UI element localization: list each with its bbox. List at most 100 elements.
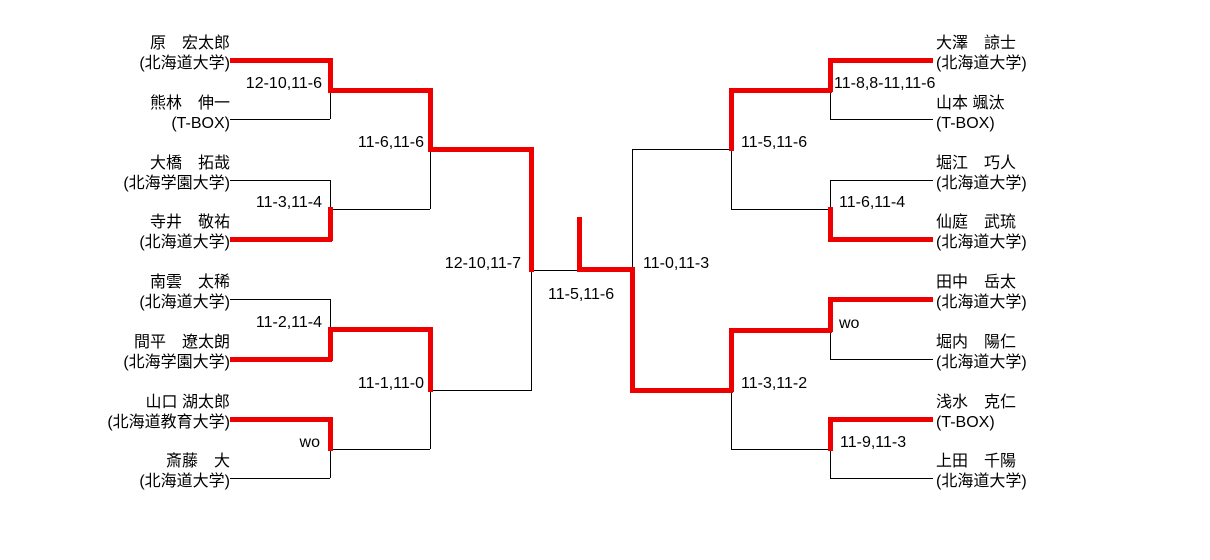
winner-path-line bbox=[428, 327, 433, 392]
bracket-line bbox=[330, 209, 430, 210]
winner-path-line bbox=[428, 88, 433, 151]
bracket-line bbox=[830, 359, 933, 360]
winner-path-line bbox=[630, 388, 733, 393]
match-score: 11-6,11-4 bbox=[839, 194, 906, 211]
player-affiliation: (北海道大学) bbox=[936, 473, 1027, 490]
winner-path-line bbox=[230, 417, 332, 422]
winner-path-line bbox=[828, 58, 833, 92]
winner-path-line bbox=[729, 88, 734, 151]
winner-path-line bbox=[328, 327, 333, 361]
winner-path-line bbox=[828, 417, 833, 451]
winner-path-line bbox=[828, 207, 833, 241]
player-affiliation: (T-BOX) bbox=[171, 115, 230, 132]
match-score: 11-2,11-4 bbox=[255, 314, 322, 331]
player-affiliation: (北海道大学) bbox=[936, 55, 1027, 72]
winner-path-line bbox=[428, 147, 533, 152]
bracket-line bbox=[430, 390, 532, 391]
player-name: 原 宏太郎 bbox=[149, 35, 230, 52]
bracket-line bbox=[230, 180, 330, 181]
player-affiliation: (T-BOX) bbox=[936, 414, 995, 431]
bracket-line bbox=[731, 149, 732, 209]
winner-path-line bbox=[328, 88, 432, 93]
player-affiliation: (北海道大学) bbox=[139, 473, 230, 490]
match-score: 11-5,11-6 bbox=[548, 286, 615, 303]
player-affiliation: (北海学園大学) bbox=[123, 354, 230, 371]
player-name: 間平 遼太朗 bbox=[133, 334, 230, 351]
winner-path-line bbox=[729, 88, 832, 93]
winner-path-line bbox=[230, 58, 332, 63]
match-score: 11-3,11-4 bbox=[255, 194, 322, 211]
bracket-line bbox=[830, 90, 831, 119]
player-affiliation: (北海道大学) bbox=[936, 234, 1027, 251]
match-score: 11-5,11-6 bbox=[741, 134, 808, 151]
bracket-line bbox=[531, 270, 580, 271]
match-score: 11-9,11-3 bbox=[840, 434, 907, 451]
winner-path-line bbox=[828, 58, 933, 63]
player-affiliation: (T-BOX) bbox=[936, 115, 995, 132]
player-affiliation: (北海道大学) bbox=[139, 234, 230, 251]
bracket-line bbox=[330, 449, 331, 478]
winner-path-line bbox=[828, 297, 933, 302]
bracket-line bbox=[230, 478, 330, 479]
match-score: 12-10,11-7 bbox=[444, 255, 521, 272]
match-score: 12-10,11-6 bbox=[245, 75, 322, 92]
bracket-line bbox=[330, 299, 331, 329]
bracket-line bbox=[230, 299, 330, 300]
bracket-line bbox=[531, 270, 532, 390]
bracket-line bbox=[830, 449, 831, 478]
bracket-line bbox=[731, 449, 830, 450]
bracket-line bbox=[830, 180, 933, 181]
bracket-line bbox=[830, 330, 831, 359]
bracket-line bbox=[731, 209, 830, 210]
match-score: 11-3,11-2 bbox=[741, 375, 808, 392]
match-score: wo bbox=[299, 434, 320, 451]
bracket-line bbox=[830, 119, 933, 120]
player-name: 大橋 拓哉 bbox=[149, 155, 230, 172]
winner-path-line bbox=[729, 328, 832, 333]
player-name: 仙庭 武琉 bbox=[936, 214, 1017, 231]
player-name: 上田 千陽 bbox=[936, 453, 1017, 470]
match-score: 11-0,11-3 bbox=[643, 255, 710, 272]
winner-path-line bbox=[328, 417, 333, 451]
winner-path-line bbox=[328, 207, 333, 241]
winner-path-line bbox=[328, 58, 333, 92]
bracket-line bbox=[632, 149, 633, 269]
winner-path-line bbox=[577, 267, 634, 272]
bracket-line bbox=[330, 90, 331, 119]
bracket-line bbox=[430, 390, 431, 449]
player-name: 斎藤 大 bbox=[165, 453, 230, 470]
bracket-line bbox=[830, 478, 933, 479]
bracket-line bbox=[830, 180, 831, 209]
player-name: 大澤 諒士 bbox=[936, 35, 1017, 52]
player-affiliation: (北海道大学) bbox=[139, 55, 230, 72]
winner-path-line bbox=[230, 237, 332, 242]
match-score: 11-8,8-11,11-6 bbox=[834, 75, 936, 92]
player-affiliation: (北海道教育大学) bbox=[107, 414, 230, 431]
winner-path-line bbox=[529, 147, 534, 272]
player-affiliation: (北海学園大学) bbox=[123, 175, 230, 192]
bracket-line bbox=[430, 149, 431, 209]
winner-path-line bbox=[328, 327, 432, 332]
match-score: 11-6,11-6 bbox=[357, 134, 424, 151]
match-score: wo bbox=[839, 315, 860, 332]
player-name: 南雲 太稀 bbox=[149, 274, 230, 291]
player-name: 堀内 陽仁 bbox=[936, 334, 1017, 351]
player-name: 堀江 巧人 bbox=[936, 155, 1017, 172]
player-name: 山口 湖太郎 bbox=[145, 394, 230, 411]
winner-path-line bbox=[230, 357, 332, 362]
match-score: 11-1,11-0 bbox=[357, 375, 424, 392]
winner-path-line bbox=[828, 237, 933, 242]
bracket-line bbox=[330, 180, 331, 209]
player-name: 田中 岳太 bbox=[936, 274, 1017, 291]
bracket-line bbox=[230, 119, 330, 120]
winner-path-line bbox=[630, 267, 635, 392]
bracket-line bbox=[731, 390, 732, 449]
winner-path-line bbox=[577, 217, 582, 271]
winner-path-line bbox=[828, 297, 833, 332]
player-affiliation: (北海道大学) bbox=[936, 294, 1027, 311]
player-affiliation: (北海道大学) bbox=[936, 354, 1027, 371]
player-affiliation: (北海道大学) bbox=[139, 294, 230, 311]
winner-path-line bbox=[729, 328, 734, 392]
player-affiliation: (北海道大学) bbox=[936, 175, 1027, 192]
